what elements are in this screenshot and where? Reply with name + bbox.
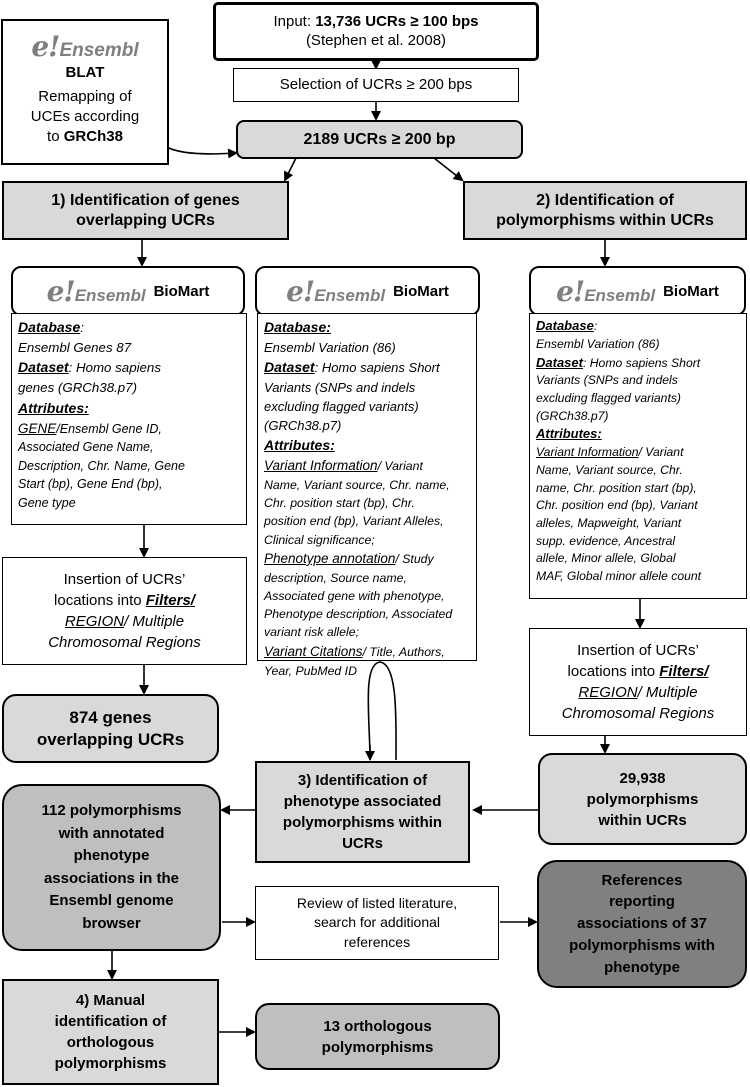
polymorphisms-112-box: 112 polymorphisms with annotated phenoty… [2,784,221,951]
selection-box: Selection of UCRs ≥ 200 bps [233,68,519,102]
biomart-header-left: e!Ensembl BioMart [11,266,245,316]
blat-title: BLAT [65,64,105,81]
biomart-header-mid: e!Ensembl BioMart [255,266,480,316]
step1-line1: 1) Identification of genes [51,191,240,209]
step1-line2: overlapping UCRs [76,211,215,229]
biomart-label: BioMart [393,282,449,300]
ucrs-2189-box: 2189 UCRs ≥ 200 bp [236,120,523,159]
ensembl-e-icon: e! [31,30,60,63]
db-left-box: Database: Ensembl Genes 87 Dataset: Homo… [11,313,247,525]
input-citation: (Stephen et al. 2008) [305,31,447,49]
ensembl-wordmark: Ensembl [59,40,139,61]
review-box: Review of listed literature, search for … [255,886,499,960]
biomart-header-right: e!Ensembl BioMart [529,266,746,316]
blat-line3: to [47,128,64,146]
ensembl-e-icon: e! [46,274,76,308]
ensembl-wordmark: Ensembl [74,285,146,305]
selection-text: Selection of UCRs ≥ 200 bps [279,75,473,93]
ensembl-wordmark: Ensembl [314,285,386,305]
ucrs-2189-text: 2189 UCRs ≥ 200 bp [303,130,456,148]
db-left-db-label: Database [18,319,81,335]
blat-line1: Remapping of [38,87,132,105]
polymorphisms-29938-box: 29,938 polymorphisms within UCRs [538,753,747,845]
db-mid-box: Database: Ensembl Variation (86) Dataset… [257,313,477,678]
blat-line2: UCEs according [30,108,140,125]
step4-box: 4) Manual identification of orthologous … [2,979,219,1085]
step2-line1: 2) Identification of [536,191,674,209]
blat-box: e! Ensembl BLAT Remapping of UCEs accord… [1,19,169,165]
db-left-db-value: Ensembl Genes 87 [18,339,132,355]
step1-box: 1) Identification of genes overlapping U… [2,181,289,240]
input-label: Input: [273,12,316,30]
db-left-ds-label: Dataset [18,359,69,376]
ensembl-wordmark: Ensembl [584,285,656,305]
references-box: References reporting associations of 37 … [537,860,747,988]
db-right-box: Database: Ensembl Variation (86) Dataset… [529,313,747,599]
ensembl-e-icon: e! [556,274,585,308]
ensembl-e-icon: e! [286,274,315,308]
insertion-right-box: Insertion of UCRs’ locations into Filter… [529,628,747,736]
blat-grch38: GRCh38 [63,128,123,146]
insertion-left-box: Insertion of UCRs’ locations into Filter… [2,557,247,665]
db-left-attr-label: Attributes: [18,399,89,416]
step2-line2: polymorphisms within UCRs [496,211,714,229]
orthologous-13-box: 13 orthologous polymorphisms [255,1003,500,1070]
input-box: Input: 13,736 UCRs ≥ 100 bps (Stephen et… [213,2,539,61]
input-count: 13,736 UCRs ≥ 100 bps [315,12,479,30]
step2-box: 2) Identification of polymorphisms withi… [463,181,747,240]
genes-874-box: 874 genes overlapping UCRs [2,694,219,763]
biomart-label: BioMart [663,282,719,300]
biomart-label: BioMart [153,282,210,300]
step3-box: 3) Identification of phenotype associate… [255,761,470,863]
db-mid-db-label: Database: [264,319,331,335]
ensembl-logo: e! Ensembl [31,29,138,64]
